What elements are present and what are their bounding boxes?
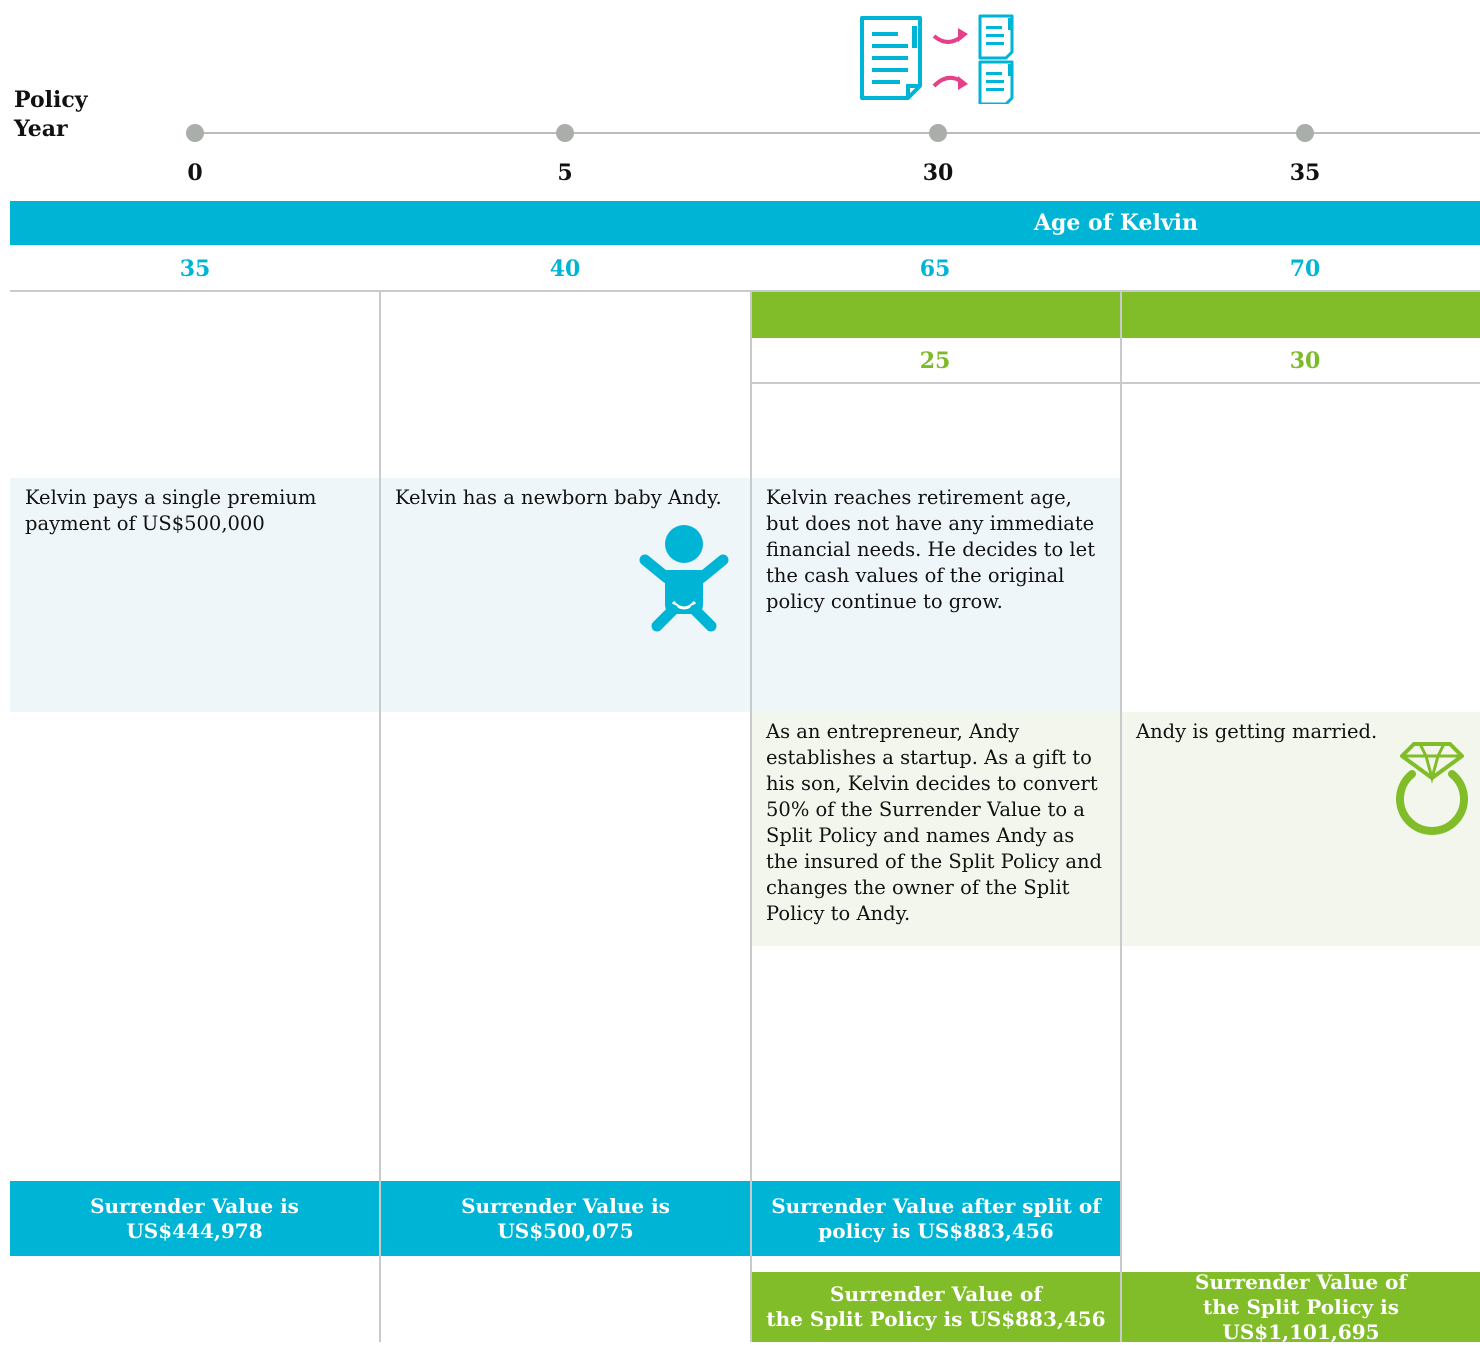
surrender-value-line2: US$500,075 bbox=[497, 1218, 634, 1243]
column-divider bbox=[379, 291, 381, 1342]
divider bbox=[751, 382, 1480, 384]
policy-year-35: 35 bbox=[1289, 160, 1321, 186]
andy-age: 30 bbox=[1289, 348, 1321, 374]
surrender-value-line1: Surrender Value is bbox=[90, 1193, 299, 1218]
event-text: As an entrepreneur, Andy establishes a s… bbox=[766, 720, 1103, 925]
event-text: Kelvin reaches retirement age, but does … bbox=[766, 486, 1096, 613]
andy-age: 25 bbox=[919, 348, 951, 374]
event-cell: Kelvin pays a single premium payment of … bbox=[10, 478, 379, 712]
timeline-dot bbox=[1296, 124, 1314, 142]
column-divider bbox=[1120, 291, 1122, 1342]
event-cell: Andy is getting married. bbox=[1122, 712, 1480, 946]
event-text: Kelvin pays a single premium payment of … bbox=[25, 486, 317, 535]
split-value-line2: the Split Policy is US$883,456 bbox=[766, 1307, 1106, 1331]
split-value-line1: Surrender Value of bbox=[830, 1282, 1042, 1306]
timeline-dot bbox=[186, 124, 204, 142]
event-text: Kelvin has a newborn baby Andy. bbox=[395, 486, 722, 509]
timeline-line bbox=[195, 132, 1480, 134]
surrender-value-line2: US$444,978 bbox=[126, 1218, 263, 1243]
policy-year-0: 0 bbox=[187, 160, 203, 186]
kelvin-age: 65 bbox=[919, 256, 951, 282]
timeline-dot bbox=[929, 124, 947, 142]
kelvin-age-banner: Age of Kelvin bbox=[10, 201, 1480, 245]
policy-year-5: 5 bbox=[557, 160, 573, 186]
diamond-ring-icon bbox=[1396, 742, 1468, 835]
event-cell: Kelvin has a newborn baby Andy. bbox=[381, 478, 750, 712]
event-text: Andy is getting married. bbox=[1136, 720, 1378, 743]
baby-icon bbox=[639, 525, 729, 632]
timeline-dot bbox=[556, 124, 574, 142]
column-divider bbox=[750, 291, 752, 1342]
andy-age-banner bbox=[751, 292, 1480, 338]
surrender-value-line2: policy is US$883,456 bbox=[818, 1218, 1054, 1243]
split-value-line2: the Split Policy is US$1,101,695 bbox=[1203, 1294, 1399, 1344]
kelvin-age-banner-label: Age of Kelvin bbox=[1033, 210, 1198, 236]
policy-split-icon bbox=[860, 14, 1014, 104]
kelvin-age: 35 bbox=[179, 256, 211, 282]
surrender-value-line1: Surrender Value is bbox=[461, 1193, 670, 1218]
split-value-line1: Surrender Value of bbox=[1195, 1269, 1407, 1294]
divider bbox=[10, 290, 1480, 292]
policy-year-30: 30 bbox=[922, 160, 954, 186]
policy-year-label: Policy Year bbox=[14, 87, 88, 142]
event-cell: Kelvin reaches retirement age, but does … bbox=[752, 478, 1120, 712]
event-cell: As an entrepreneur, Andy establishes a s… bbox=[752, 712, 1120, 946]
kelvin-age: 70 bbox=[1289, 256, 1321, 282]
surrender-value-line1: Surrender Value after split of bbox=[771, 1193, 1101, 1218]
kelvin-age: 40 bbox=[549, 256, 581, 282]
